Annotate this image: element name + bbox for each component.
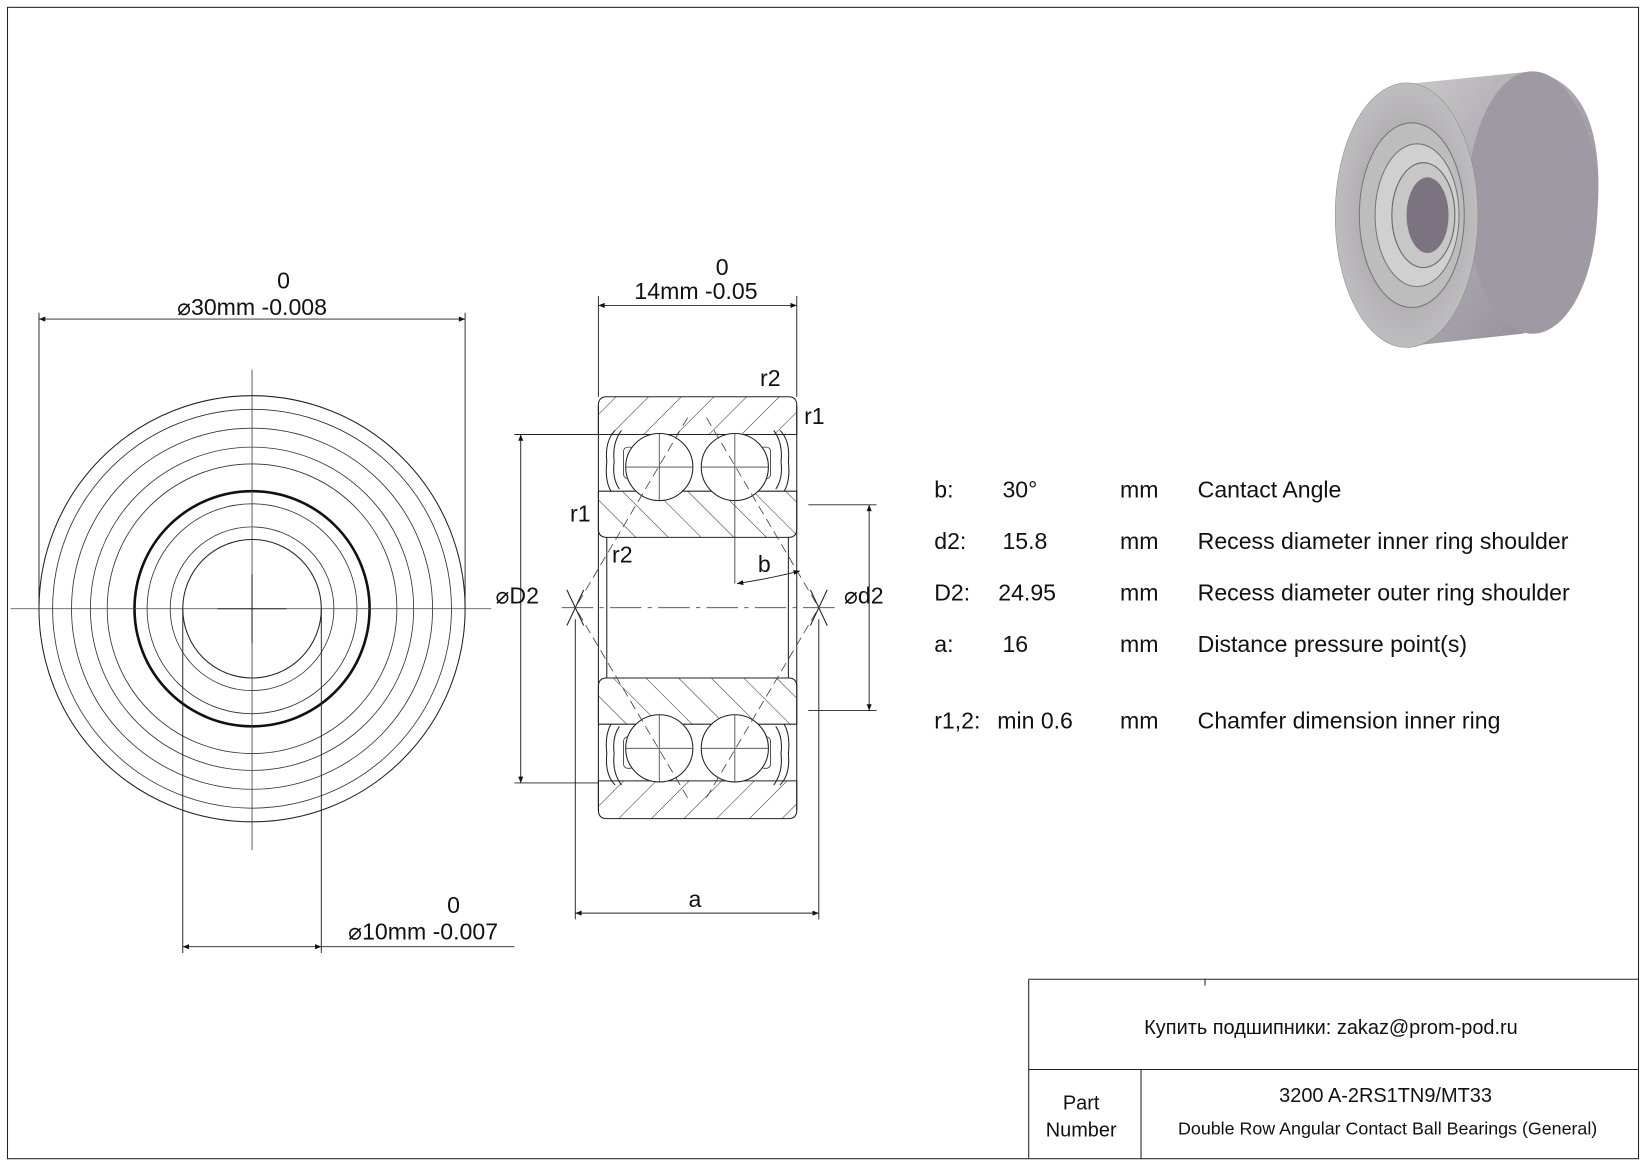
part-label: Part (1063, 1092, 1100, 1114)
svg-text:Chamfer dimension inner ring: Chamfer dimension inner ring (1198, 707, 1501, 733)
contact-email: Купить подшипники: zakaz@prom-pod.ru (1144, 1017, 1518, 1039)
part-number: 3200 A-2RS1TN9/MT33 (1279, 1085, 1492, 1107)
ball (700, 432, 769, 502)
svg-text:mm: mm (1120, 707, 1158, 733)
svg-text:30°: 30° (1002, 476, 1037, 502)
svg-text:Distance pressure point(s): Distance pressure point(s) (1198, 631, 1467, 657)
width-upper-tolerance: 0 (716, 254, 729, 280)
ball (625, 714, 694, 783)
svg-text:a:: a: (934, 631, 953, 657)
spec-row: r1,2: min 0.6 mm Chamfer dimension inner ri… (934, 707, 1500, 733)
ball (625, 432, 694, 502)
bore-upper-tolerance: 0 (447, 892, 460, 918)
width-dimension: 0 14mm -0.05 (597, 254, 798, 397)
spec-row: D2: 24.95 mm Recess diameter outer ring sho… (934, 579, 1570, 605)
bore-label: ⌀10mm -0.007 (348, 918, 498, 944)
bearing-3d-render (1334, 71, 1599, 348)
D2-label: ⌀D2 (496, 582, 539, 608)
svg-text:Cantact Angle: Cantact Angle (1198, 476, 1342, 502)
svg-text:mm: mm (1120, 528, 1158, 554)
title-block: Купить подшипники: zakaz@prom-pod.ru Par… (1028, 978, 1639, 1159)
part-description: Double Row Angular Contact Ball Bearings… (1178, 1119, 1597, 1139)
r2-label-inner: r2 (612, 542, 633, 568)
d2-label: ⌀d2 (844, 582, 884, 608)
svg-text:mm: mm (1120, 631, 1158, 657)
svg-text:16: 16 (1002, 631, 1028, 657)
front-view (10, 369, 492, 851)
svg-text:r1,2:: r1,2: (934, 707, 980, 733)
a-dimension: a (574, 619, 820, 920)
svg-text:24.95: 24.95 (998, 579, 1056, 605)
outer-diameter-upper-tolerance: 0 (277, 268, 290, 294)
svg-text:15.8: 15.8 (1002, 528, 1047, 554)
r1-label-top: r1 (804, 403, 825, 429)
svg-text:Recess diameter outer ring sho: Recess diameter outer ring shoulder (1198, 579, 1570, 605)
svg-text:min 0.6: min 0.6 (997, 707, 1073, 733)
section-view: b r2 r1 r1 r2 (561, 365, 835, 820)
outer-diameter-dimension: 0 ⌀30mm -0.008 (38, 268, 466, 609)
r2-label-top: r2 (760, 365, 781, 391)
r1-label-inner: r1 (570, 501, 591, 527)
svg-text:D2:: D2: (934, 579, 970, 605)
ball (700, 714, 769, 783)
svg-text:d2:: d2: (934, 528, 966, 554)
outer-diameter-label: ⌀30mm -0.008 (177, 294, 327, 320)
d2-dimension: ⌀d2 (808, 504, 884, 712)
width-label: 14mm -0.05 (634, 278, 757, 304)
svg-text:Recess diameter inner ring sho: Recess diameter inner ring shoulder (1198, 528, 1569, 554)
drawing-border (6, 6, 1640, 1160)
spec-row: d2: 15.8 mm Recess diameter inner ring shou… (934, 528, 1568, 554)
spec-row: b: 30° mm Cantact Angle (934, 476, 1341, 502)
svg-text:mm: mm (1120, 476, 1158, 502)
contact-angle-label: b (758, 551, 771, 577)
spec-row: a: 16 mm Distance pressure point(s) (934, 631, 1467, 657)
D2-dimension: ⌀D2 (496, 434, 599, 784)
svg-text:mm: mm (1120, 579, 1158, 605)
a-label: a (689, 886, 702, 912)
svg-text:b:: b: (934, 476, 953, 502)
bore-dimension: 0 ⌀10mm -0.007 (182, 608, 515, 953)
number-label: Number (1046, 1120, 1117, 1142)
